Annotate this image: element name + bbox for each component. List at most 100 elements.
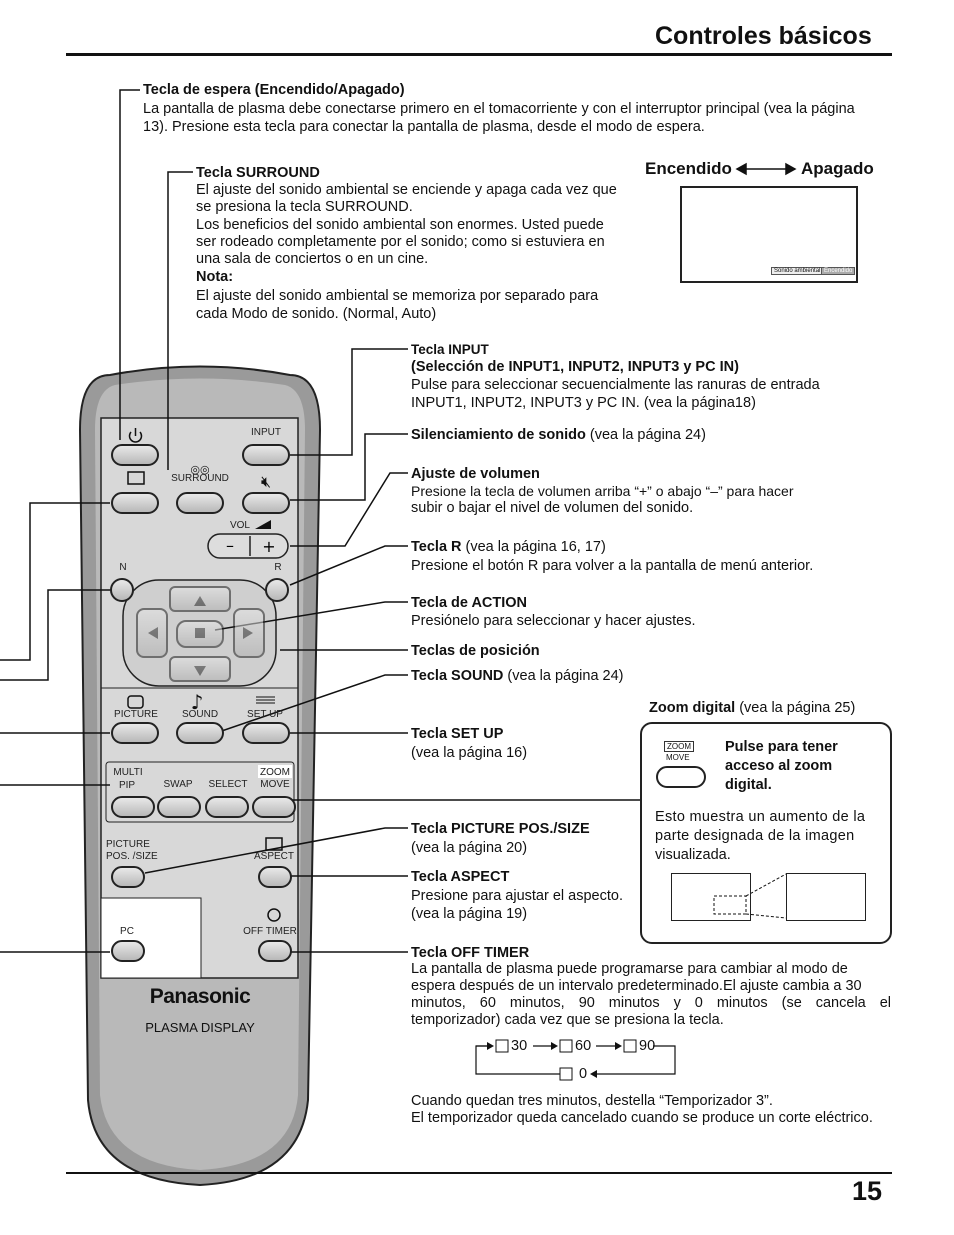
power-icon: [128, 431, 143, 443]
standby-button[interactable]: [111, 444, 159, 466]
r-button[interactable]: [265, 578, 289, 602]
action-button[interactable]: [176, 620, 224, 648]
zoom-move-button-illustration: [656, 766, 706, 788]
pic-pos-title: Tecla PICTURE POS./SIZE: [411, 821, 590, 837]
remote-label-off-timer: OFF TIMER: [243, 926, 297, 937]
setup-button[interactable]: [242, 722, 290, 744]
input-subtitle: (Selección de INPUT1, INPUT2, INPUT3 y P…: [411, 359, 739, 375]
remote-label-swap: SWAP: [163, 779, 193, 790]
timer-icon: [267, 908, 281, 922]
music-note-icon: ♪: [191, 690, 204, 714]
remote-label-select: SELECT: [208, 779, 248, 790]
remote-label-multi: MULTI: [113, 767, 143, 778]
aspect-icon: [265, 837, 283, 851]
surround-title: Tecla SURROUND: [196, 165, 320, 181]
pc-button[interactable]: [111, 940, 145, 962]
surround-icon: ◎◎: [190, 463, 209, 476]
pic-pos-ref: (vea la página 20): [411, 840, 528, 856]
brand-logo: Panasonic: [149, 985, 251, 1008]
input-text-2: INPUT1, INPUT2, INPUT3 y PC IN. (vea la …: [411, 395, 756, 411]
zoom-ref: (vea la página 25): [735, 700, 856, 716]
remote-label-zoom: ZOOM: [260, 767, 290, 778]
model-name: PLASMA DISPLAY: [145, 1020, 255, 1035]
volume-ramp-icon: [255, 520, 271, 529]
left-button[interactable]: [136, 608, 168, 658]
position-title: Teclas de posición: [411, 643, 540, 659]
off-timer-foot-2: El temporizador queda cancelado cuando s…: [411, 1110, 873, 1126]
aspect-title: Tecla ASPECT: [411, 869, 510, 885]
input-select-button[interactable]: [111, 492, 159, 514]
multi-pip-button[interactable]: [111, 796, 155, 818]
off-timer-line-1: La pantalla de plasma puede programarse …: [411, 961, 848, 977]
sound-button[interactable]: [176, 722, 224, 744]
standby-title: Tecla de espera (Encendido/Apagado): [143, 82, 405, 98]
zoom-bold-2: acceso al zoom: [725, 758, 833, 774]
timer-cycle-90: 90: [639, 1038, 656, 1054]
off-timer-line-3: minutos, 60 minutos, 90 minutos y 0 minu…: [411, 995, 891, 1011]
select-button[interactable]: [205, 796, 249, 818]
off-timer-foot-1: Cuando quedan tres minutos, destella “Te…: [411, 1093, 773, 1109]
aspect-text-2: (vea la página 19): [411, 906, 528, 922]
surround-line-4: ser rodeado completamente por el sonido;…: [196, 234, 605, 250]
osd-value: Encendido: [821, 267, 856, 275]
picture-pos-size-button[interactable]: [111, 866, 145, 888]
zoom-text-2: parte designada de la imagen: [655, 828, 855, 844]
remote-label-setup: SET UP: [247, 709, 283, 720]
remote-label-pc: PC: [120, 926, 134, 937]
off-timer-line-4: temporizador) cada vez que se presiona l…: [411, 1012, 724, 1028]
setup-icon: [256, 696, 275, 704]
setup-ref: (vea la página 16): [411, 745, 528, 761]
aspect-button[interactable]: [258, 866, 292, 888]
r-key-title: Tecla R: [411, 539, 462, 555]
zoom-original-frame: [671, 873, 751, 921]
right-button[interactable]: [233, 608, 265, 658]
action-title: Tecla de ACTION: [411, 595, 528, 611]
off-timer-title: Tecla OFF TIMER: [411, 945, 530, 961]
n-button[interactable]: [110, 578, 134, 602]
zoom-bold-3: digital.: [725, 777, 772, 793]
zoom-btn-label-bottom: MOVE: [666, 753, 690, 762]
timer-cycle-0: 0: [579, 1066, 588, 1082]
down-button[interactable]: [169, 656, 231, 682]
remote-label-pip: PIP: [118, 780, 136, 791]
zoom-title: Zoom digital: [649, 700, 736, 716]
zoom-btn-label-top: ZOOM: [664, 741, 694, 752]
picture-icon: [127, 695, 144, 709]
mute-title: Silenciamiento de sonido: [411, 427, 586, 443]
timer-cycle-30: 30: [511, 1038, 528, 1054]
input-button[interactable]: [242, 444, 290, 466]
volume-text-2: subir o bajar el nivel de volumen del so…: [411, 500, 694, 516]
input-text-1: Pulse para seleccionar secuencialmente l…: [411, 377, 820, 393]
mute-button[interactable]: [242, 492, 290, 514]
page-number: 15: [852, 1176, 883, 1206]
footer-rule: [66, 1172, 892, 1174]
zoom-text-1: Esto muestra un aumento de la: [655, 809, 866, 825]
zoom-move-button[interactable]: [252, 796, 296, 818]
r-key-text: Presione el botón R para volver a la pan…: [411, 558, 814, 574]
setup-title: Tecla SET UP: [411, 726, 504, 742]
action-text: Presiónelo para seleccionar y hacer ajus…: [411, 613, 696, 629]
mute-icon: 🔇︎: [261, 472, 271, 491]
header-rule: [66, 53, 892, 56]
zoom-bold-1: Pulse para tener: [725, 739, 838, 755]
off-timer-line-2: espera después de un intervalo predeterm…: [411, 978, 862, 994]
sound-heading: Tecla SOUND (vea la página 24): [411, 668, 624, 685]
remote-label-aspect: ASPECT: [253, 851, 294, 862]
aspect-text-1: Presione para ajustar el aspecto.: [411, 888, 623, 904]
osd-label: Sonido ambiental: [771, 267, 824, 275]
off-label: Apagado: [801, 159, 874, 178]
surround-note-1: El ajuste del sonido ambiental se memori…: [196, 288, 599, 304]
remote-label-n: N: [119, 562, 127, 573]
off-timer-button[interactable]: [258, 940, 292, 962]
remote-label-input: INPUT: [251, 427, 281, 438]
surround-note-title: Nota:: [196, 269, 234, 285]
sound-ref: (vea la página 24): [503, 668, 624, 684]
mute-heading: Silenciamiento de sonido (vea la página …: [411, 427, 706, 444]
surround-button[interactable]: [176, 492, 224, 514]
up-button[interactable]: [169, 586, 231, 612]
picture-button[interactable]: [111, 722, 159, 744]
input-title: Tecla INPUT: [411, 342, 489, 357]
remote-label-pos-size: POS. /SIZE: [106, 851, 158, 862]
swap-button[interactable]: [157, 796, 201, 818]
